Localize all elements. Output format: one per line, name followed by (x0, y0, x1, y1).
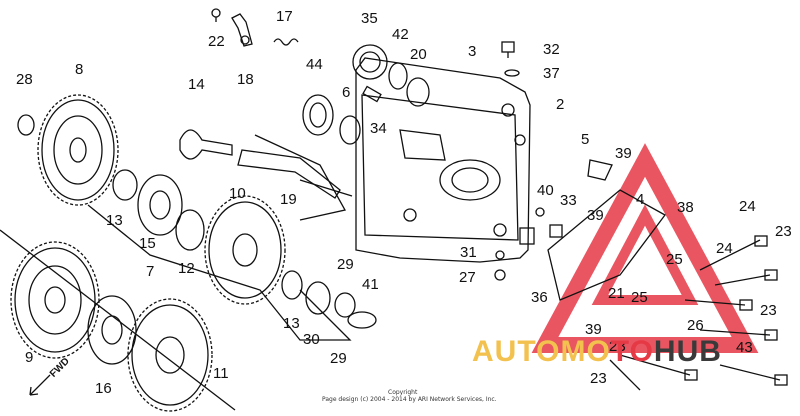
callout-44: 44 (306, 56, 323, 73)
callout-13-a: 13 (106, 212, 123, 229)
callout-27: 27 (459, 269, 476, 286)
callout-18: 18 (237, 71, 254, 88)
watermark-triangle (531, 143, 759, 353)
callout-30: 30 (303, 331, 320, 348)
callout-17: 17 (276, 8, 293, 25)
callout-41: 41 (362, 276, 379, 293)
callout-43: 43 (736, 339, 753, 356)
callout-26: 26 (687, 317, 704, 334)
callout-24-a: 24 (739, 198, 756, 215)
callout-25-b: 25 (631, 289, 648, 306)
callout-7: 7 (146, 263, 155, 280)
callout-31: 31 (460, 244, 477, 261)
callout-33: 33 (560, 192, 577, 209)
callout-16: 16 (95, 380, 112, 397)
callout-19: 19 (280, 191, 297, 208)
callout-20: 20 (410, 46, 427, 63)
callout-10: 10 (229, 185, 246, 202)
callout-39-c: 39 (585, 321, 602, 338)
callout-24-b: 24 (716, 240, 733, 257)
callout-23-d: 23 (590, 370, 607, 387)
callout-36: 36 (531, 289, 548, 306)
callout-4: 4 (636, 191, 645, 208)
callout-34: 34 (370, 120, 387, 137)
callout-8: 8 (75, 61, 84, 78)
callout-25-a: 25 (666, 251, 683, 268)
callout-40: 40 (537, 182, 554, 199)
diagram-lines (0, 8, 788, 412)
watermark-part1: AUTOMO (472, 335, 611, 368)
copyright-title: Copyright (388, 389, 418, 396)
callout-3: 3 (468, 43, 477, 60)
callout-39-b: 39 (587, 207, 604, 224)
callout-29-b: 29 (330, 350, 347, 367)
callout-42: 42 (392, 26, 409, 43)
callout-23-b: 23 (760, 302, 777, 319)
callout-13-b: 13 (283, 315, 300, 332)
watermark-text: AUTOMOTOHUB (472, 335, 722, 369)
callout-28: 28 (16, 71, 33, 88)
callout-35: 35 (361, 10, 378, 27)
callout-23-c: 23 (609, 338, 626, 355)
copyright-text: Page design (c) 2004 - 2014 by ARI Netwo… (322, 396, 497, 403)
callout-2: 2 (556, 96, 565, 113)
callout-15: 15 (139, 235, 156, 252)
callout-11: 11 (213, 365, 229, 382)
callout-37: 37 (543, 65, 560, 82)
callout-32: 32 (543, 41, 560, 58)
callout-9: 9 (25, 349, 34, 366)
callout-38: 38 (677, 199, 694, 216)
watermark-part3: HUB (653, 335, 722, 368)
watermark-part2: TO (610, 335, 654, 368)
callout-23-a: 23 (775, 223, 792, 240)
callout-14: 14 (188, 76, 205, 93)
callout-12: 12 (178, 260, 195, 277)
callout-39-a: 39 (615, 145, 632, 162)
callout-5: 5 (581, 131, 590, 148)
callout-6: 6 (342, 84, 351, 101)
callout-29-a: 29 (337, 256, 354, 273)
callout-21: 21 (608, 285, 625, 302)
callout-22: 22 (208, 33, 225, 50)
